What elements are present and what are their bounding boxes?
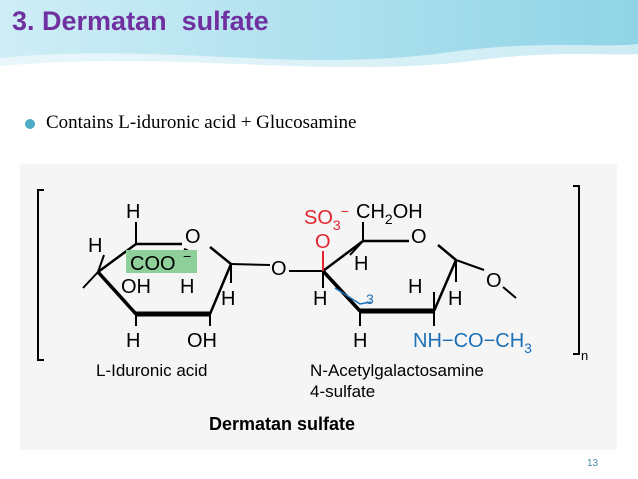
iduronic-acid-label: L-Iduronic acid [96, 361, 208, 380]
carboxylate-group: COO [130, 253, 176, 275]
h-right: H [221, 288, 235, 310]
h-ring2-right: H [448, 288, 462, 310]
ring-oxygen-2: O [411, 226, 427, 248]
sulfate-ester-oxygen: O [315, 231, 331, 253]
h-c4: H [354, 253, 368, 275]
hydroxymethyl-group: CH2OH [356, 201, 423, 227]
h-left: H [88, 235, 102, 257]
galactosamine-ring [321, 222, 517, 326]
slide-title: 3. Dermatan sulfate [12, 6, 269, 36]
hydroxyl-bottom: OH [187, 330, 217, 352]
h-c2: H [408, 276, 422, 298]
anomeric-oxygen: O [486, 270, 502, 292]
carboxylate-charge: − [183, 248, 191, 264]
structure-figure: n H H O COO − [20, 164, 617, 450]
h-top: H [126, 201, 140, 223]
bullet-text: Contains L-iduronic acid + Glucosamine [46, 112, 357, 133]
right-bracket [573, 185, 580, 355]
linkage-arrow [334, 287, 372, 305]
sulfate-group: SO3− [304, 203, 349, 233]
h-ring2-left: H [313, 288, 327, 310]
h-inner: H [180, 276, 194, 298]
header-decoration [0, 0, 638, 72]
h-ring2-bottom: H [353, 330, 367, 352]
glycosidic-oxygen: O [271, 258, 287, 280]
left-bracket [37, 189, 44, 361]
ring-oxygen-1: O [185, 226, 201, 248]
hydroxyl-axial: OH [121, 276, 151, 298]
page-number: 13 [587, 458, 599, 469]
bullet-icon [25, 119, 35, 129]
carboxylate-highlight [126, 250, 197, 273]
figure-caption: Dermatan sulfate [209, 414, 355, 434]
h-bottom: H [126, 330, 140, 352]
iduronic-ring [82, 222, 271, 326]
galactosamine-label-line1: N-Acetylgalactosamine [310, 361, 484, 380]
acetamido-group: NH−CO−CH3 [413, 330, 532, 356]
linkage-position-label: 3 [366, 291, 374, 307]
bullet-item: Contains L-iduronic acid + Glucosamine [25, 112, 585, 138]
repeat-subscript: n [581, 348, 588, 363]
galactosamine-label-line2: 4-sulfate [310, 382, 375, 401]
